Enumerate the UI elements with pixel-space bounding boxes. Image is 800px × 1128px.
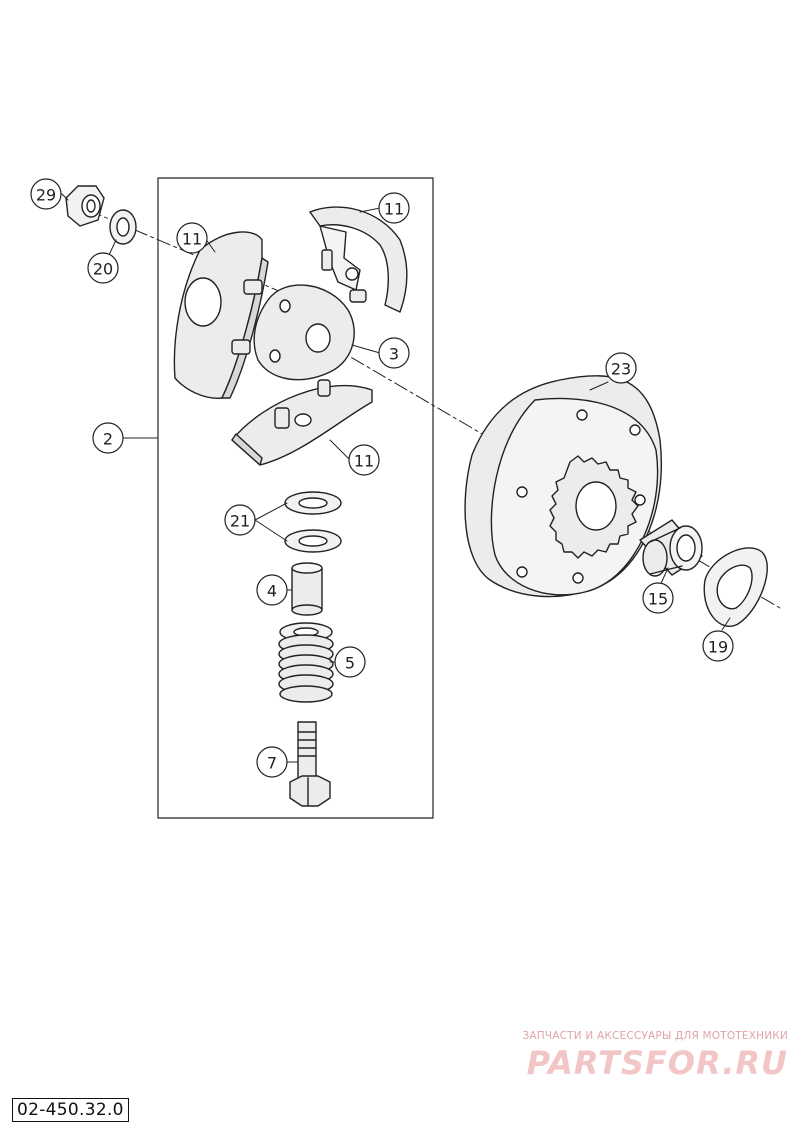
watermark-tagline: ЗАПЧАСТИ И АКСЕССУАРЫ ДЛЯ МОТОТЕХНИКИ	[522, 1030, 788, 1042]
callout-5: 5	[345, 654, 355, 673]
bushing-part-4	[291, 562, 323, 616]
nut-part-29	[65, 185, 105, 227]
callout-4: 4	[267, 582, 277, 601]
clutch-shoe-bottom	[231, 379, 373, 466]
callout-3: 3	[389, 345, 399, 364]
bolt-part-7	[289, 721, 331, 807]
assembly-group-box	[157, 177, 434, 819]
spring-part-5	[278, 622, 334, 703]
callout-11-bottom: 11	[354, 452, 374, 471]
driver-plate-part-3	[253, 284, 355, 381]
callout-20: 20	[93, 260, 113, 279]
callout-11-left: 11	[182, 230, 202, 249]
washer-part-20	[109, 209, 137, 245]
diagram-code-label: 02-450.32.0	[12, 1098, 129, 1122]
callout-15: 15	[648, 590, 668, 609]
callout-2: 2	[103, 430, 113, 449]
callout-23: 23	[611, 360, 631, 379]
clutch-shoe-top	[309, 206, 408, 313]
washer-part-21	[284, 491, 342, 553]
callout-19: 19	[708, 638, 728, 657]
thrust-washer-part-19	[703, 547, 768, 627]
callout-21: 21	[230, 512, 250, 531]
callout-7: 7	[267, 754, 277, 773]
clutch-shoe-left	[173, 231, 269, 399]
watermark-logo: PARTSFOR.RU	[526, 1044, 788, 1082]
callout-circles	[30, 178, 734, 778]
callout-29: 29	[36, 186, 56, 205]
needle-bearing-part-15	[639, 519, 703, 577]
callout-11-top: 11	[384, 200, 404, 219]
clutch-drum-part-23	[464, 375, 662, 598]
